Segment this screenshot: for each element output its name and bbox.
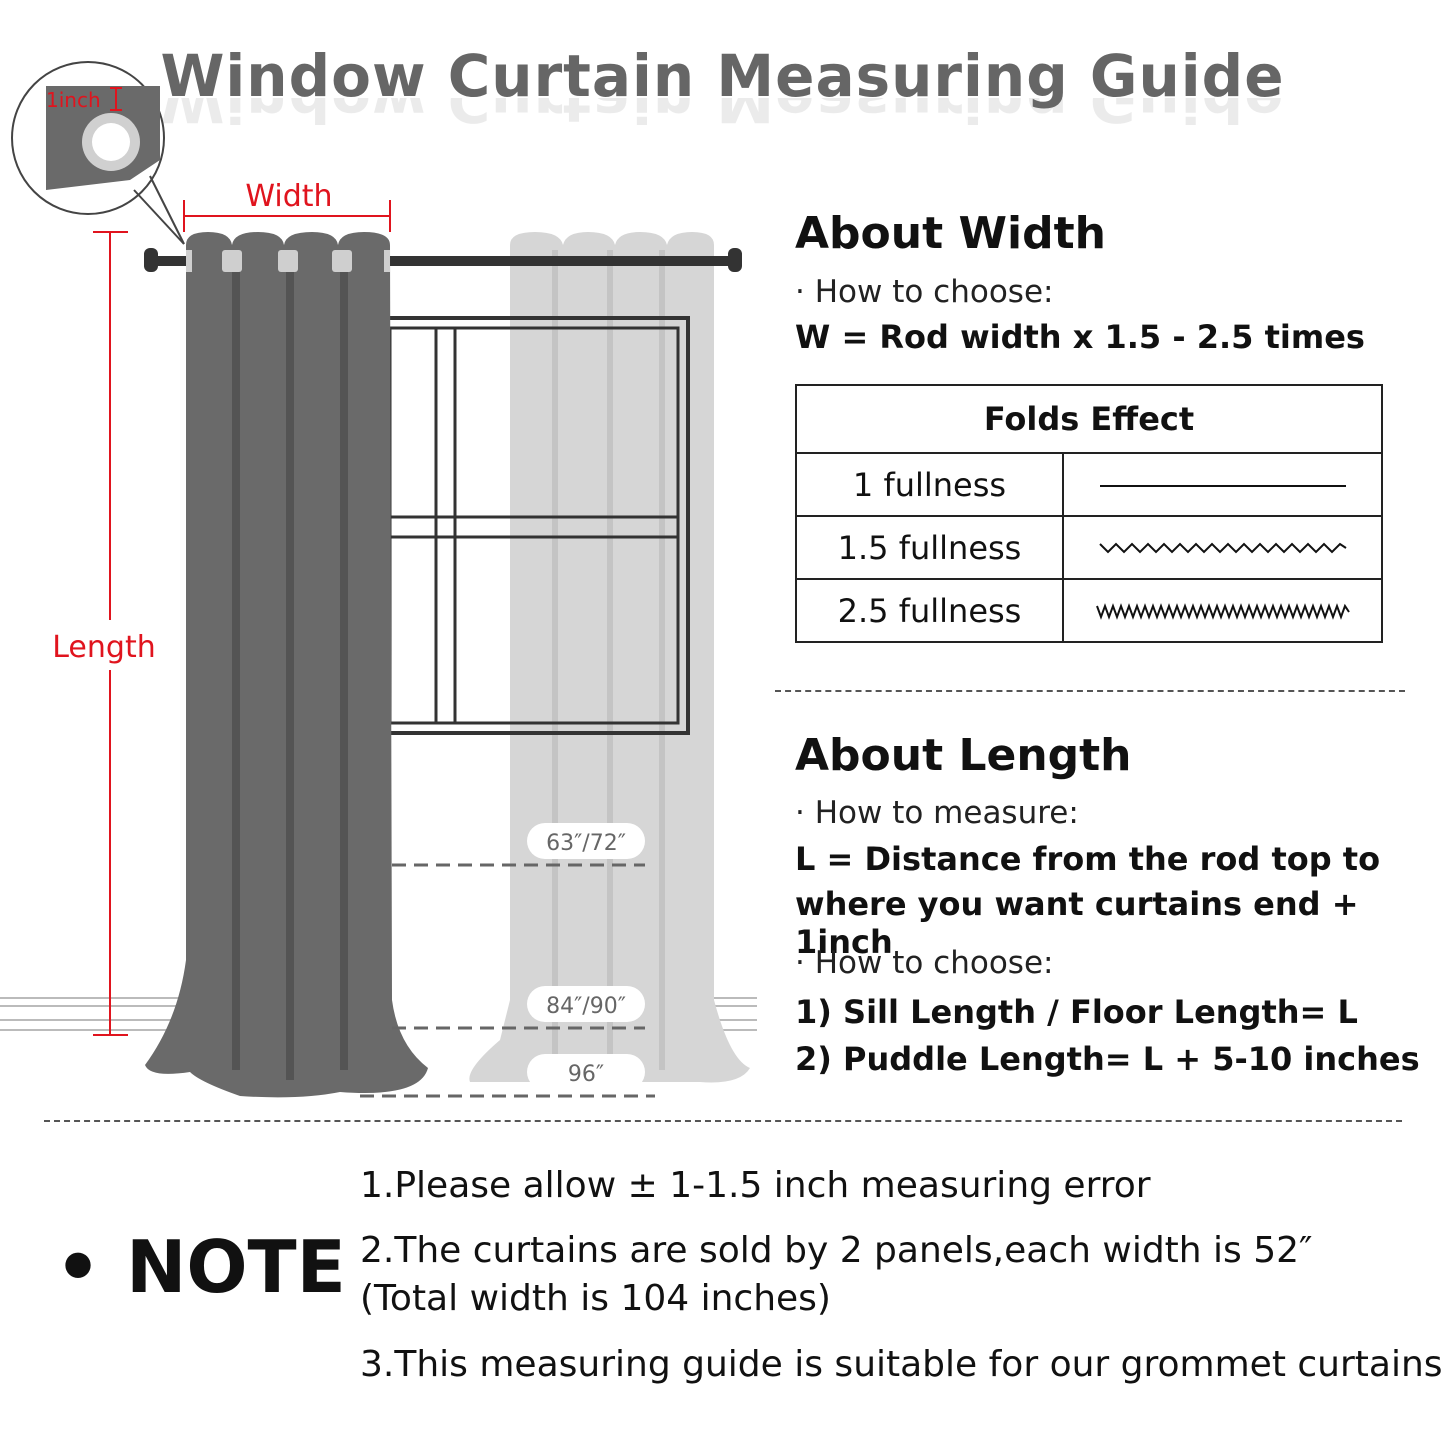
dense-wave-icon: [1062, 578, 1383, 643]
note-heading: • NOTE: [55, 1225, 346, 1309]
length-label: Length: [52, 630, 155, 665]
width-dimension: [183, 200, 391, 232]
length-tag-96: 96″: [568, 1062, 604, 1087]
fullness-label: 1 fullness: [795, 452, 1064, 517]
curtain-diagram: 63″/72″ 84″/90″ 96″ Width Length 1inch: [0, 61, 757, 1098]
note-item-2: 2.The curtains are sold by 2 panels,each…: [360, 1230, 1313, 1271]
note-divider: [44, 1120, 1402, 1122]
length-option-sill-floor: 1) Sill Length / Floor Length= L: [795, 993, 1358, 1031]
length-formula-line2: where you want curtains end + 1inch: [795, 885, 1359, 961]
table-header-row: Folds Effect: [795, 384, 1383, 454]
width-formula: W = Rod width x 1.5 - 2.5 times: [795, 318, 1365, 356]
length-dimension: [93, 231, 128, 1036]
about-length-heading: About Length: [795, 730, 1132, 781]
width-label: Width: [245, 179, 332, 214]
length-how-to-choose: · How to choose:: [795, 945, 1054, 981]
table-row: 1.5 fullness: [795, 515, 1383, 580]
note-item-2-detail: (Total width is 104 inches): [360, 1278, 831, 1319]
about-width-heading: About Width: [795, 208, 1106, 259]
length-how-to-measure: · How to measure:: [795, 795, 1079, 831]
length-tag-84-90: 84″/90″: [546, 994, 626, 1019]
grommet-size-label: 1inch: [46, 88, 101, 112]
fullness-label: 1.5 fullness: [795, 515, 1064, 580]
length-option-puddle: 2) Puddle Length= L + 5-10 inches: [795, 1040, 1420, 1078]
grommet-callout: 1inch: [11, 61, 185, 245]
length-formula-line1: L = Distance from the rod top to: [795, 840, 1381, 878]
flat-line-icon: [1062, 452, 1383, 517]
page-title: Window Curtain Measuring Guide: [160, 42, 1285, 110]
length-levels: 63″/72″ 84″/90″ 96″: [360, 823, 655, 1098]
folds-effect-table: Folds Effect 1 fullness 1.5 fullness 2.5…: [795, 384, 1383, 643]
small-wave-icon: [1062, 515, 1383, 580]
section-divider: [775, 690, 1405, 692]
light-curtain: [469, 232, 750, 1083]
dark-curtain: [145, 232, 428, 1098]
folds-effect-header: Folds Effect: [795, 384, 1383, 454]
note-item-1: 1.Please allow ± 1-1.5 inch measuring er…: [360, 1165, 1151, 1206]
width-how-to-choose: · How to choose:: [795, 274, 1054, 310]
length-tag-63-72: 63″/72″: [546, 831, 626, 856]
table-row: 1 fullness: [795, 452, 1383, 517]
table-row: 2.5 fullness: [795, 578, 1383, 643]
note-item-3: 3.This measuring guide is suitable for o…: [360, 1344, 1443, 1385]
fullness-label: 2.5 fullness: [795, 578, 1064, 643]
